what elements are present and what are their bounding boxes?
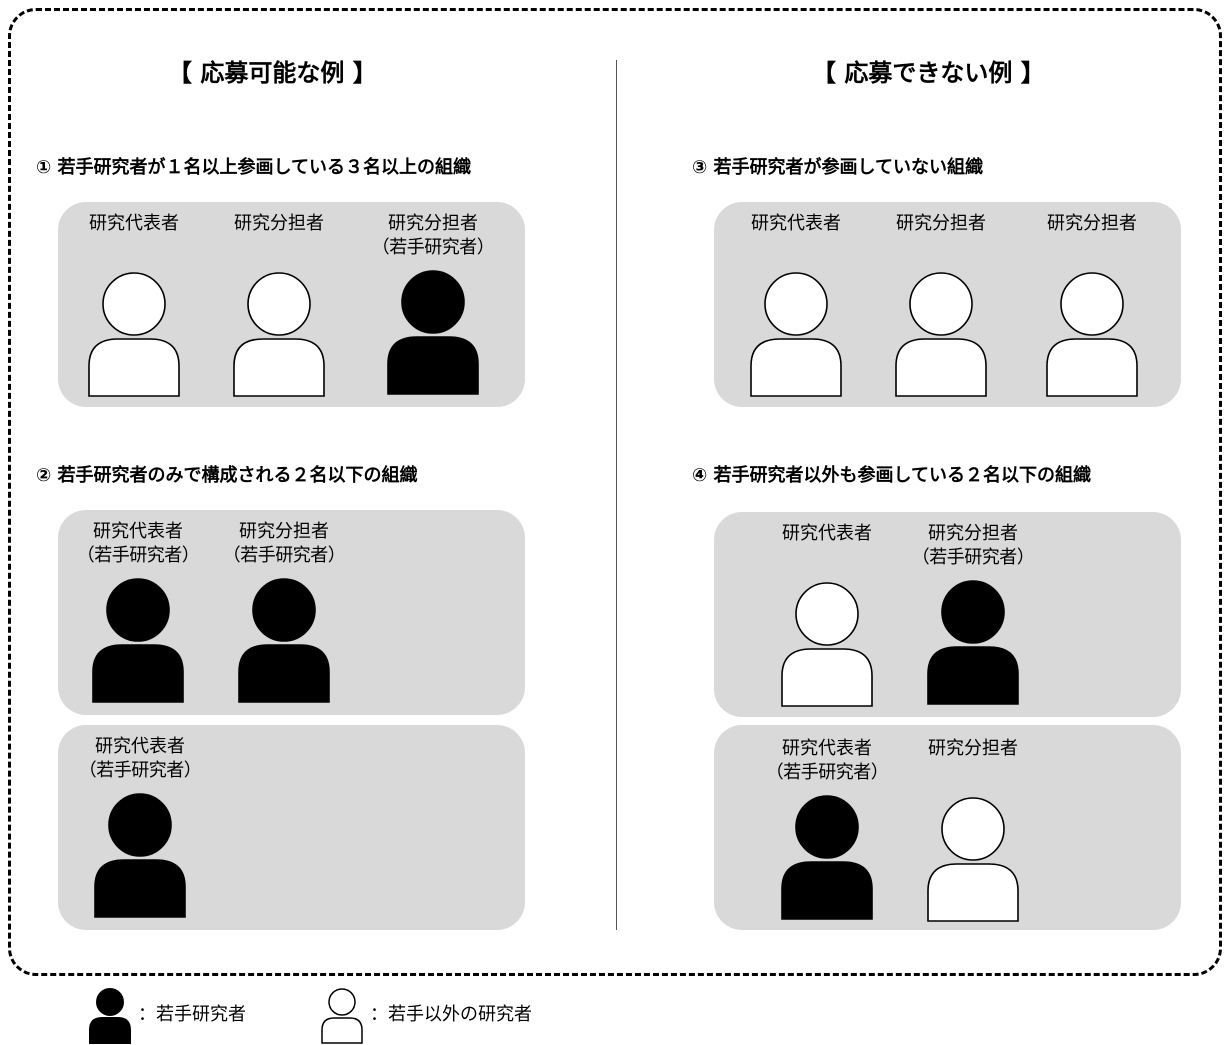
member-role: 研究分担者 (928, 523, 1018, 544)
person-body (92, 644, 184, 703)
person-body (387, 336, 479, 395)
member-role: 研究分担者 (234, 213, 324, 234)
person-body (233, 338, 325, 397)
member-role: 研究分担者 (1047, 213, 1137, 234)
member-note: （若手研究者） (371, 237, 495, 258)
member-role: 研究分担者 (239, 521, 329, 542)
column-divider (616, 60, 617, 930)
example-1-title: ① 若手研究者が１名以上参画している３名以上の組織 (36, 157, 471, 178)
person-body (781, 648, 873, 707)
member-note: （若手研究者） (78, 760, 202, 781)
member-role: 研究分担者 (896, 213, 986, 234)
example-4-title: ④ 若手研究者以外も参画している２名以下の組織 (692, 465, 1091, 486)
person-body (1046, 338, 1138, 397)
person-head (909, 272, 973, 336)
person-body (927, 863, 1019, 922)
person-head (106, 578, 170, 642)
member-role: 研究代表者 (782, 738, 872, 759)
example-3-title: ③ 若手研究者が参画していない組織 (692, 157, 983, 178)
person-body (781, 861, 873, 920)
member-role: 研究代表者 (95, 736, 185, 757)
researcher-icon (750, 272, 842, 397)
person-head (247, 272, 311, 336)
person-body (88, 338, 180, 397)
young-researcher-icon (94, 793, 186, 918)
researcher-icon (781, 582, 873, 707)
researcher-icon (1046, 272, 1138, 397)
other-researcher-icon (321, 988, 363, 1044)
member-role: 研究代表者 (93, 521, 183, 542)
young-researcher-icon (238, 578, 330, 703)
person-body (94, 859, 186, 918)
person-body (238, 644, 330, 703)
member-role: 研究分担者 (388, 213, 478, 234)
heading-possible: 【 応募可能な例 】 (168, 59, 377, 87)
member-role: 研究分担者 (928, 738, 1018, 759)
person-body (927, 646, 1019, 705)
young-researcher-icon (781, 795, 873, 920)
member-note: （若手研究者） (765, 762, 889, 783)
member-role: 研究代表者 (782, 523, 872, 544)
person-body (895, 338, 987, 397)
heading-impossible: 【 応募できない例 】 (812, 59, 1045, 87)
member-note: （若手研究者） (911, 547, 1035, 568)
member-role: 研究代表者 (751, 213, 841, 234)
person-head (795, 582, 859, 646)
legend-other-label: ：若手以外の研究者 (370, 1004, 532, 1025)
person-head (102, 272, 166, 336)
person-head (941, 580, 1005, 644)
member-note: （若手研究者） (222, 545, 346, 566)
young-researcher-icon (92, 578, 184, 703)
person-head (941, 797, 1005, 861)
person-body (750, 338, 842, 397)
young-researcher-icon (387, 270, 479, 395)
researcher-icon (88, 272, 180, 397)
young-researcher-icon (89, 988, 131, 1044)
researcher-icon (895, 272, 987, 397)
example-2-title: ② 若手研究者のみで構成される２名以下の組織 (36, 465, 418, 486)
member-role: 研究代表者 (89, 213, 179, 234)
person-head (108, 793, 172, 857)
person-head (764, 272, 828, 336)
person-head (401, 270, 465, 334)
person-head (1060, 272, 1124, 336)
legend-young-label: ：若手研究者 (138, 1004, 246, 1025)
examples-frame (8, 8, 1222, 976)
young-researcher-icon (927, 580, 1019, 705)
researcher-icon (233, 272, 325, 397)
person-head (795, 795, 859, 859)
researcher-icon (927, 797, 1019, 922)
person-head (252, 578, 316, 642)
member-note: （若手研究者） (76, 545, 200, 566)
